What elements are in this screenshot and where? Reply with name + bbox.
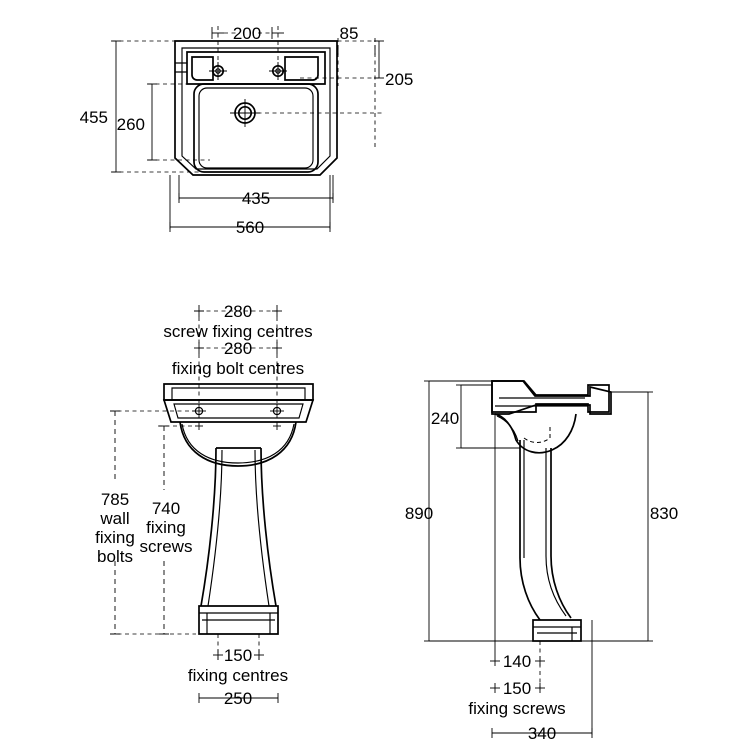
- front-pedestal-base: [198, 605, 279, 635]
- plan-dimension-lines: [111, 27, 384, 232]
- front-screw-fixing-dimline: [194, 305, 282, 317]
- front-150-dimension: [213, 634, 264, 660]
- dim-screw-fixing-centres-value: 280: [224, 302, 252, 321]
- tap-ledge-right-pocket: [284, 56, 319, 81]
- side-pedestal-back-edge: [550, 448, 572, 619]
- label-fixing-screws-1: fixing: [146, 518, 186, 537]
- side-basin-silhouette: [491, 380, 612, 415]
- front-250-dimension: [198, 693, 279, 703]
- basin-bowl-inner-line: [198, 87, 314, 169]
- side-pedestal-inner-edge: [545, 448, 567, 617]
- side-830-dimension: [581, 391, 653, 642]
- tap-hole-right: [269, 62, 287, 80]
- dim-fixing-bolt-centres-value: 280: [224, 339, 252, 358]
- front-785-dimension: [110, 410, 196, 635]
- basin-left-nib: [175, 62, 187, 73]
- basin-outer-outline: [174, 40, 338, 176]
- side-890-dimension: [424, 380, 533, 642]
- front-pedestal-column-right: [260, 447, 277, 607]
- label-base-fixing-centres: fixing centres: [188, 666, 288, 685]
- front-740-dimension: [158, 425, 196, 635]
- basin-pedestal-front-view: 280 screw fixing centres 280 fixing bolt…: [95, 302, 315, 708]
- dim-rear-offset: 85: [340, 24, 359, 43]
- dim-bowl-depth: 260: [117, 115, 145, 134]
- dim-screw-offset: 140: [503, 652, 531, 671]
- dim-basin-height: 240: [431, 409, 459, 428]
- dim-bowl-width: 435: [242, 189, 270, 208]
- label-fixing-screws-2: screws: [140, 537, 193, 556]
- front-pedestal-inner-right: [254, 449, 270, 607]
- label-wall-fixing-bolts-1: wall: [99, 509, 129, 528]
- dim-basin-top-height: 830: [650, 504, 678, 523]
- basin-rim-line: [181, 47, 331, 170]
- dim-overall-height: 890: [405, 504, 433, 523]
- side-pedestal-front-edge: [519, 440, 541, 621]
- basin-pedestal-side-view: 240 890 830: [405, 380, 678, 743]
- dim-wall-fixing-bolts-value: 785: [101, 490, 129, 509]
- basin-plan-view: 200 85 205 455 260 435 560: [80, 24, 414, 237]
- front-basin-under-band: [162, 399, 315, 423]
- side-bowl-underside-inner: [496, 415, 519, 442]
- side-bowl-underside: [494, 413, 577, 454]
- label-side-fixing-screws: fixing screws: [468, 699, 565, 718]
- dim-overall-depth: 455: [80, 108, 108, 127]
- dim-fixing-screws-value: 740: [152, 499, 180, 518]
- front-basin-top-slab: [163, 383, 314, 401]
- front-basin-under-band-inner: [173, 403, 304, 419]
- front-bolt-fixing-dimline: [194, 342, 282, 354]
- dim-tap-hole-centres: 200: [233, 24, 261, 43]
- side-340-dimension: [491, 620, 593, 738]
- tap-ledge-left-pocket: [191, 56, 214, 81]
- front-fixing-bolt-right: [270, 404, 284, 418]
- front-fixing-screw-marks: [195, 422, 281, 430]
- side-140-dimension: [490, 414, 545, 690]
- side-basin-profile: [491, 380, 610, 413]
- dim-overall-width: 560: [236, 218, 264, 237]
- side-hidden-detail: [523, 437, 551, 443]
- basin-bowl-outline: [193, 83, 319, 173]
- basin-back-ledge: [186, 51, 326, 85]
- side-pedestal-base: [532, 619, 582, 642]
- front-bowl-underside-inner: [181, 423, 295, 464]
- tap-hole-left: [209, 62, 227, 80]
- dim-side-fixing-screws-value: 150: [503, 679, 531, 698]
- label-wall-fixing-bolts-3: bolts: [97, 547, 133, 566]
- side-150-dimension: [490, 683, 545, 693]
- front-basin-top-slab-inner: [171, 387, 306, 401]
- front-bowl-underside: [179, 421, 297, 467]
- label-screw-fixing-centres: screw fixing centres: [163, 322, 312, 341]
- waste-outlet: [230, 99, 260, 127]
- label-fixing-bolt-centres: fixing bolt centres: [172, 359, 304, 378]
- dim-base-fixing-centres-value: 150: [224, 646, 252, 665]
- label-wall-fixing-bolts-2: fixing: [95, 528, 135, 547]
- side-240-dimension: [456, 384, 520, 449]
- dim-base-width: 250: [224, 689, 252, 708]
- dim-rear-depth: 205: [385, 70, 413, 89]
- dim-projection: 340: [528, 724, 556, 743]
- front-pedestal-inner-left: [207, 449, 223, 607]
- front-pedestal-column-left: [200, 447, 217, 607]
